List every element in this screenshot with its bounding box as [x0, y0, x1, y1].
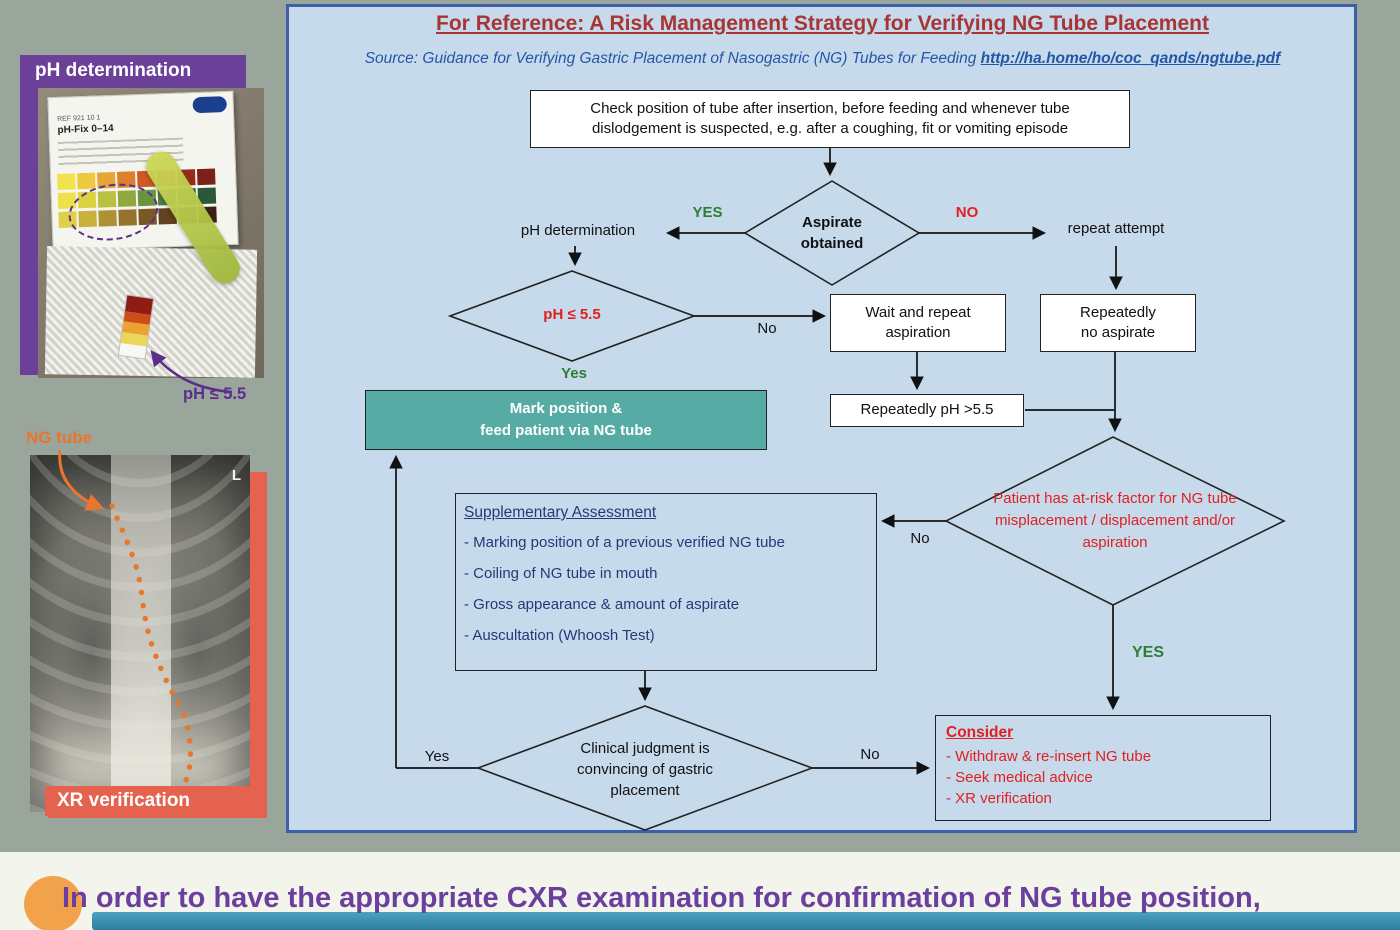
- ng-tube-label: NG tube: [26, 428, 93, 447]
- supplementary-list: - Marking position of a previous verifie…: [456, 534, 876, 644]
- kit-brand-logo: [192, 96, 227, 114]
- footer-bullet-circle: [24, 876, 82, 930]
- source-url-link[interactable]: http://ha.home/ho/coc_qands/ngtube.pdf: [980, 50, 1281, 67]
- wait-repeat-line1: Wait and repeat: [865, 303, 971, 321]
- consider-box: Consider - Withdraw & re-insert NG tube …: [935, 715, 1271, 821]
- repeatedly-ph-box: Repeatedly pH >5.5: [830, 394, 1024, 427]
- mark-position-line2: feed patient via NG tube: [480, 422, 652, 439]
- repeat-attempt-step: repeat attempt: [1067, 220, 1165, 237]
- repeatedly-no-aspirate-line1: Repeatedly: [1080, 303, 1156, 321]
- label-no-ph: No: [757, 320, 777, 337]
- label-yes-clinical: Yes: [424, 748, 450, 765]
- chest-xray-image: L: [30, 455, 250, 812]
- supplementary-assessment-box: Supplementary Assessment - Marking posit…: [455, 493, 877, 671]
- aspirate-diamond-label: Aspirate obtained: [800, 214, 864, 252]
- ph-determination-photo: REF 921 10 1 pH-Fix 0–14: [38, 88, 264, 378]
- wait-repeat-box: Wait and repeat aspiration: [830, 294, 1006, 352]
- consider-item: - XR verification: [946, 790, 1052, 807]
- ph-result-annotation: pH ≤ 5.5: [183, 385, 247, 403]
- consider-item: - Withdraw & re-insert NG tube: [946, 748, 1152, 765]
- footer-accent-bar: [92, 912, 1400, 930]
- mark-position-box: Mark position & feed patient via NG tube: [365, 390, 767, 450]
- label-no-risk: No: [910, 530, 930, 547]
- consider-item: - Seek medical advice: [946, 769, 1093, 786]
- xray-side-marker: L: [231, 467, 241, 484]
- label-yes-upper: YES: [692, 204, 723, 221]
- kit-ref-label: REF 921 10 1: [57, 114, 101, 123]
- xr-section-header: XR verification: [45, 786, 265, 816]
- label-no-clinical: No: [860, 746, 880, 763]
- repeatedly-no-aspirate-box: Repeatedly no aspirate: [1040, 294, 1196, 352]
- xray-mediastinum: [111, 455, 171, 812]
- label-no-upper: NO: [955, 204, 979, 221]
- supplementary-title: Supplementary Assessment: [464, 504, 657, 521]
- ph-diamond-label: pH ≤ 5.5: [543, 306, 601, 323]
- consider-title: Consider: [946, 724, 1014, 741]
- source-prefix: Source: Guidance for Verifying Gastric P…: [364, 50, 981, 67]
- ph-color-row: [57, 168, 229, 190]
- ph-section-header: pH determination: [35, 60, 192, 81]
- ph-determination-step: pH determination: [520, 222, 636, 239]
- source-line: Source: Guidance for Verifying Gastric P…: [298, 50, 1347, 68]
- panel-title: For Reference: A Risk Management Strateg…: [436, 12, 1209, 35]
- supplementary-item: - Marking position of a previous verifie…: [464, 534, 785, 551]
- kit-name-label: pH-Fix 0–14: [57, 123, 114, 136]
- label-yes-ph: Yes: [561, 365, 587, 382]
- mark-position-line1: Mark position &: [509, 399, 623, 417]
- supplementary-item: - Coiling of NG tube in mouth: [464, 565, 658, 582]
- risk-diamond-label: Patient has at-risk factor for NG tube m…: [993, 490, 1237, 551]
- wait-repeat-line2: aspiration: [885, 324, 951, 341]
- check-position-box: Check position of tube after insertion, …: [530, 90, 1130, 148]
- clinical-diamond-label: Clinical judgment is convincing of gastr…: [577, 739, 713, 799]
- supplementary-item: - Gross appearance & amount of aspirate: [464, 596, 740, 613]
- label-yes-risk: YES: [1131, 644, 1164, 661]
- repeatedly-no-aspirate-line2: no aspirate: [1080, 324, 1156, 341]
- supplementary-item: - Auscultation (Whoosh Test): [464, 627, 655, 644]
- consider-list: - Withdraw & re-insert NG tube - Seek me…: [936, 746, 1270, 809]
- footer-statement: In order to have the appropriate CXR exa…: [62, 882, 1261, 914]
